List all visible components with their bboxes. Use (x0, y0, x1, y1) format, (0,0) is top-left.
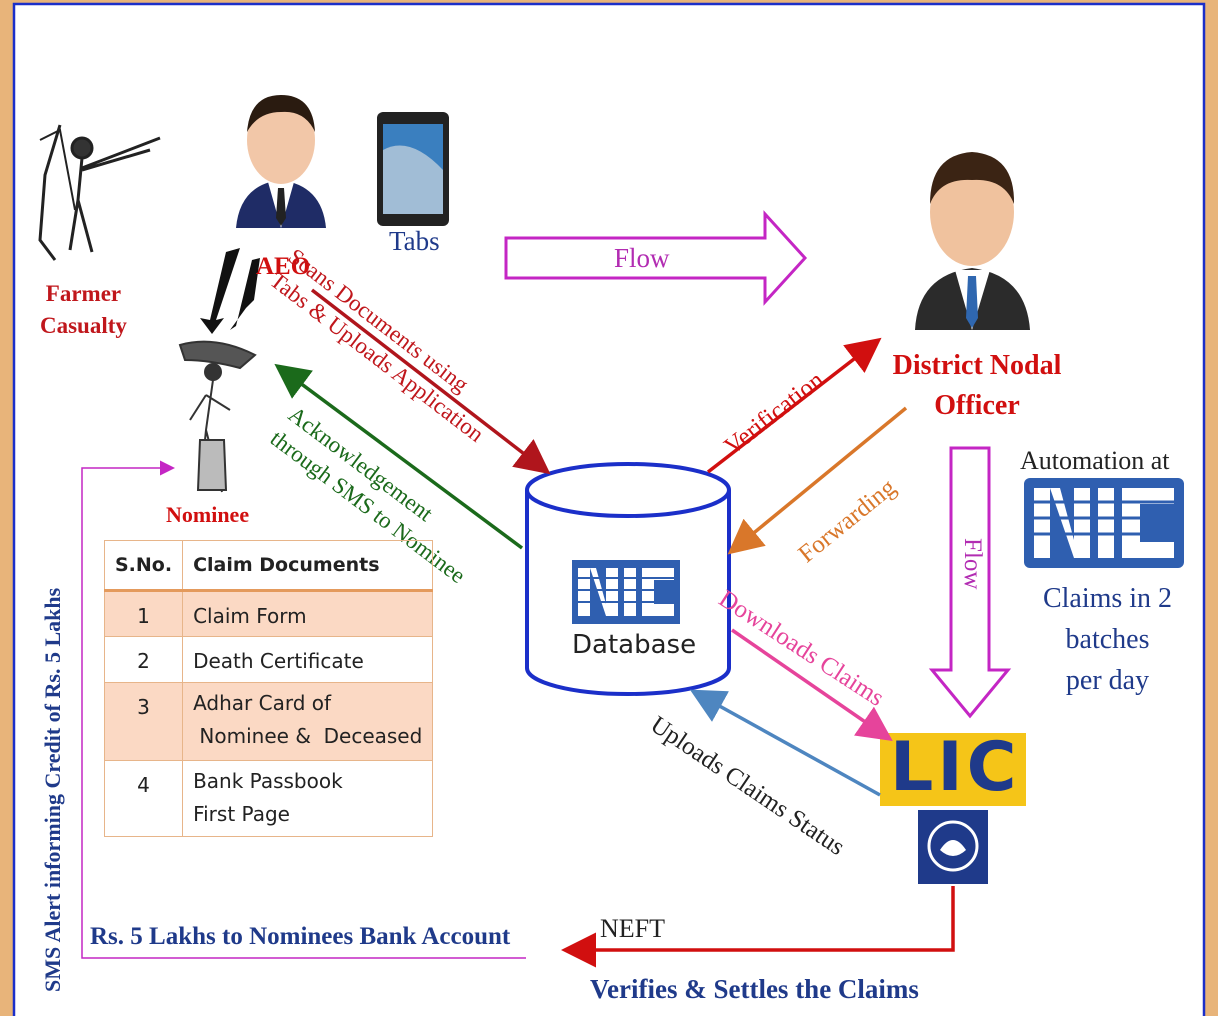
table-cell-doc: Death Certificate (182, 636, 434, 683)
farmer-casualty-label: Farmer Casualty (40, 281, 127, 338)
table-row: 3 Adhar Card of Nominee & Deceased (103, 682, 434, 761)
claims-batches-label: Claims in 2 batches per day (1042, 583, 1173, 696)
bank-account-label: Rs. 5 Lakhs to Nominees Bank Account (90, 923, 511, 950)
tabs-label: Tabs (389, 226, 440, 256)
sms-alert-label: SMS Alert informing Credit of Rs. 5 Lakh… (40, 587, 65, 992)
farmer-figure-icon (38, 124, 161, 261)
forwarding-arrow (727, 406, 908, 555)
table-header-claim-documents: Claim Documents (182, 540, 434, 592)
verification-arrow (706, 337, 882, 474)
flow-top-label: Flow (614, 243, 670, 273)
scans-upload-arrow (310, 288, 551, 475)
database-label: Database (572, 630, 697, 660)
table-header-row: S.No. Claim Documents (103, 540, 434, 592)
verifies-settles-label: Verifies & Settles the Claims (590, 974, 919, 1004)
automation-at-label: Automation at (1020, 446, 1170, 475)
flow-arrow-horizontal (504, 210, 808, 306)
tablet-icon (377, 112, 449, 226)
table-cell-sno: 4 (103, 760, 184, 837)
flow-vertical-label: Flow (959, 538, 986, 590)
table-row: 4 Bank Passbook First Page (103, 760, 434, 837)
nominee-figure-icon (178, 340, 257, 493)
table-cell-sno: 3 (103, 682, 184, 761)
claim-documents-table: S.No. Claim Documents 1 Claim Form 2 Dea… (103, 540, 434, 837)
nominee-label: Nominee (166, 502, 250, 527)
table-cell-doc: Bank Passbook First Page (182, 760, 434, 837)
table-cell-doc: Adhar Card of Nominee & Deceased (182, 682, 434, 761)
flow-arrow-vertical (928, 446, 1012, 719)
table-cell-sno: 1 (103, 590, 184, 637)
acknowledgement-arrow (274, 363, 524, 550)
district-nodal-officer-avatar-icon (915, 152, 1030, 330)
uploads-status-arrow (689, 689, 881, 797)
nic-logo-automation (1024, 478, 1184, 568)
table-header-sno: S.No. (103, 540, 184, 592)
aeo-avatar-icon (236, 95, 326, 228)
table-cell-doc: Claim Form (182, 590, 434, 637)
district-nodal-officer-label: District Nodal Officer (892, 350, 1062, 421)
table-row: 1 Claim Form (103, 590, 434, 637)
table-row: 2 Death Certificate (103, 636, 434, 683)
neft-arrow (561, 886, 955, 968)
aeo-label: AEO (256, 253, 311, 280)
neft-label: NEFT (600, 914, 665, 943)
lic-logo-text: LIC (890, 728, 1021, 807)
lic-logo (880, 733, 1026, 884)
aeo-nominee-exchange-arrows (200, 248, 260, 334)
downloads-claims-arrow (731, 628, 893, 741)
sms-alert-arrow (81, 460, 526, 959)
table-cell-sno: 2 (103, 636, 184, 683)
nic-logo-database (572, 560, 680, 624)
